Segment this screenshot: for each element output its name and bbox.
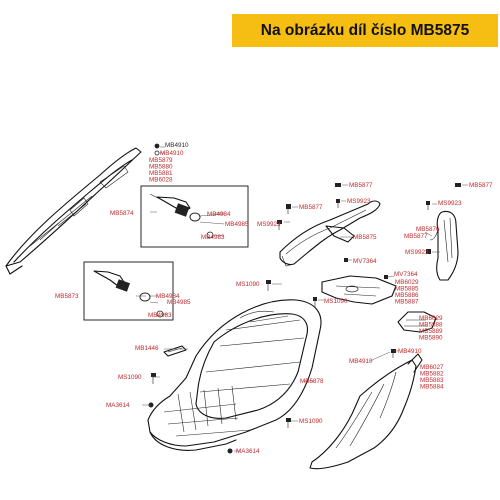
label-mb5876: MB5876 [416, 226, 440, 233]
label-mb4983-a: MB4983 [201, 234, 225, 241]
fasteners [148, 143, 461, 454]
label-mb5880: MB5880 [149, 164, 173, 171]
label-mb4983-b: MB4983 [148, 312, 172, 319]
label-ms9923-d: MS9923 [405, 249, 429, 256]
grab-handle [279, 200, 381, 267]
label-mb4910-d: MB4910 [349, 358, 373, 365]
label-mb5877-c: MB5877 [299, 204, 323, 211]
label-mb5890: MB5890 [419, 335, 443, 342]
label-mb1446: MB1446 [135, 345, 159, 352]
label-mb5884: MB5884 [420, 384, 444, 391]
inset-box-turn-signal-lower [83, 261, 174, 321]
part-labels: MB4910 MB4910 MB5879 MB5880 MB5881 MB602… [55, 142, 493, 455]
label-ms9923-a: MS9923 [347, 198, 371, 205]
label-mb6029-a: MB6029 [395, 279, 419, 286]
tail-light-piece [397, 311, 437, 333]
label-mb5875: MB5875 [353, 234, 377, 241]
label-mb5886: MB5886 [395, 292, 419, 299]
label-ms1090-c: MS1090 [118, 374, 142, 381]
banner-text: Na obrázku díl číslo MB5875 [260, 21, 470, 39]
label-mb5881: MB5881 [149, 170, 173, 177]
rear-left-side-cover [5, 147, 142, 275]
rear-carrier-right [429, 210, 459, 281]
label-mb4910-b: MB4910 [160, 150, 184, 157]
label-mb5874: MB5874 [110, 210, 134, 217]
rear-under-cover [147, 299, 322, 451]
label-mb5888: MB5888 [419, 322, 443, 329]
label-mv7364-a: MV7364 [353, 258, 377, 265]
label-mb5879: MB5879 [149, 157, 173, 164]
label-mb5887: MB5887 [395, 299, 419, 306]
label-mb5878: MB5878 [300, 378, 324, 385]
inset-box-turn-signal-upper [140, 185, 249, 248]
label-ma3614-b: MA3614 [236, 448, 260, 455]
label-mb5877-a: MB5877 [349, 182, 373, 189]
label-ms1090-a: MS1090 [236, 281, 260, 288]
label-mb4910-a: MB4910 [165, 142, 189, 149]
label-ma3614-a: MA3614 [106, 402, 130, 409]
label-mb6028: MB6028 [149, 177, 173, 184]
label-mb6029-b: MB6029 [419, 315, 443, 322]
label-mb4984-b: MB4984 [156, 293, 180, 300]
label-mb5877-d: MB5877 [404, 233, 428, 240]
label-mb5877-b: MB5877 [469, 182, 493, 189]
label-mb4984-a: MB4984 [207, 211, 231, 218]
label-mb4985-a: MB4985 [225, 221, 249, 228]
tail-bracket [321, 275, 397, 305]
label-mb5882: MB5882 [420, 371, 444, 378]
label-mb4910-c: MB4910 [398, 348, 422, 355]
label-mb4985-b: MB4985 [167, 299, 191, 306]
label-mb5883: MB5883 [420, 377, 444, 384]
label-mb5873: MB5873 [55, 293, 79, 300]
leader-lines [136, 146, 468, 452]
rear-right-side-cover [309, 353, 423, 470]
label-ms1090-b: MS1090 [324, 298, 348, 305]
label-ms9923-b: MS9923 [438, 200, 462, 207]
part-number-banner: Na obrázku díl číslo MB5875 [232, 14, 498, 47]
small-strip-part [163, 345, 187, 357]
label-mb5885: MB5885 [395, 286, 419, 293]
label-mb5889: MB5889 [419, 328, 443, 335]
label-mv7364-b: MV7364 [394, 271, 418, 278]
label-ms1090-d: MS1090 [299, 418, 323, 425]
label-mb6027: MB6027 [420, 364, 444, 371]
label-ms9923-c: MS9923 [257, 221, 281, 228]
